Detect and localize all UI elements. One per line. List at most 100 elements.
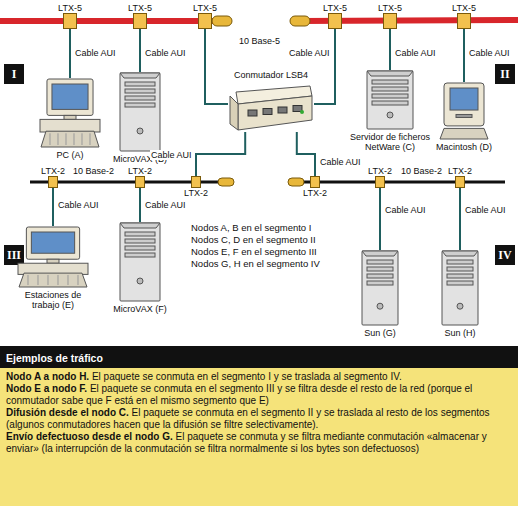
segment-number: IV: [495, 245, 515, 265]
gap: [173, 431, 176, 442]
connector-block: [375, 176, 385, 188]
aui-cable: [379, 188, 381, 250]
aui-cable: [314, 29, 335, 104]
aui-cable: [297, 132, 315, 176]
node-text: LTX-2: [448, 166, 472, 176]
node-text: Conmutador LSB4: [228, 70, 314, 80]
node-text: LTX-5: [128, 3, 152, 13]
aui-cable: [52, 188, 54, 226]
cable-label: Cable AUI: [319, 157, 362, 167]
aui-cable: [389, 29, 391, 70]
cable-label: Cable AUI: [288, 48, 331, 58]
tower-icon: [110, 222, 170, 302]
tee-connector: LTX-2: [303, 176, 327, 198]
node-text: LTX-5: [323, 3, 347, 13]
connector-block: [135, 176, 145, 188]
aui-cable: [196, 132, 245, 176]
traffic-panel: Ejemplos de tráficoNodo A a nodo H. El p…: [0, 346, 518, 506]
sun-icon: [435, 250, 485, 326]
panel-header: Ejemplos de tráfico: [0, 346, 518, 368]
node-text: MicroVAX (F): [110, 304, 170, 314]
cable-label: Cable AUI: [394, 48, 437, 58]
connector-block: [48, 176, 58, 188]
connector-block: [328, 13, 342, 29]
gap: [89, 371, 92, 382]
transceiver: LTX-5: [323, 3, 347, 29]
node-text: LTX-2: [41, 166, 65, 176]
connector-block: [455, 176, 465, 188]
thick-coax-segment-i: [0, 18, 222, 24]
server-icon: [345, 70, 435, 130]
connector-block: [191, 176, 201, 188]
connector-block: [198, 13, 212, 29]
ethernet-switch: Conmutador LSB4: [228, 70, 314, 132]
cable-label: Cable AUI: [150, 150, 193, 160]
terminator: [218, 178, 234, 186]
node-text: Macintosh (D): [436, 142, 492, 152]
transceiver: LTX-5: [193, 3, 217, 29]
tee-connector: LTX-2: [128, 166, 152, 188]
connector-block: [63, 13, 77, 29]
computer: Sun (H): [435, 250, 485, 338]
node-text: IV: [498, 248, 511, 262]
ws-icon: [16, 226, 90, 288]
node-text: LTX-5: [193, 3, 217, 13]
connector-block: [383, 13, 397, 29]
tee-connector: LTX-2: [448, 166, 472, 188]
tee-connector: LTX-2: [41, 166, 65, 188]
node-text: I: [12, 67, 17, 81]
tee-connector: LTX-2: [184, 176, 208, 198]
terminator: [290, 16, 310, 26]
cable-label: Cable AUI: [464, 205, 507, 215]
transceiver: LTX-5: [378, 3, 402, 29]
node-text: II: [500, 67, 509, 81]
segment-note: Nodos G, H en el segmento IV: [190, 258, 321, 269]
node-text: Servidor de ficheros NetWare (C): [345, 132, 435, 152]
aui-cable: [69, 29, 71, 78]
connector-block: [310, 176, 320, 188]
node-text: Difusión desde el nodo C.: [6, 407, 129, 418]
connector-block: [457, 13, 471, 29]
cable-type: 10 Base-2: [400, 166, 443, 176]
node-text: LTX-2: [128, 166, 152, 176]
node-text: Nodo E a nodo F.: [6, 383, 87, 394]
node-text: Estaciones de trabajo (E): [16, 290, 90, 310]
pc-icon: [38, 78, 102, 148]
aui-cable: [459, 188, 461, 250]
segment-note: Nodos C, D en el segmento II: [190, 234, 317, 245]
node-text: Sun (H): [435, 328, 485, 338]
tower-icon: [110, 72, 170, 152]
cable-type: 10 Base-5: [238, 36, 281, 46]
node-text: LTX-2: [184, 188, 208, 198]
node-text: LTX-2: [368, 166, 392, 176]
computer: Macintosh (D): [436, 82, 492, 152]
node-text: LTX-5: [58, 3, 82, 13]
computer: Servidor de ficheros NetWare (C): [345, 70, 435, 152]
cable-label: Cable AUI: [384, 205, 427, 215]
computer: Estaciones de trabajo (E): [16, 226, 90, 310]
segment-note: Nodos A, B en el segmento I: [190, 222, 312, 233]
node-text: LTX-5: [452, 3, 476, 13]
segment-number: III: [4, 245, 24, 265]
sun-icon: [355, 250, 405, 326]
segment-note: Nodos E, F en el segmento III: [190, 246, 318, 257]
segment-number: II: [495, 64, 515, 84]
segment-number: I: [4, 64, 24, 84]
traffic-example: Nodo A a nodo H. El paquete se conmuta e…: [6, 371, 512, 383]
connector-block: [133, 13, 147, 29]
aui-cable: [139, 29, 141, 72]
node-text: III: [7, 248, 21, 262]
computer: MicroVAX (F): [110, 222, 170, 314]
node-text: Envío defectuoso desde el nodo G.: [6, 431, 173, 442]
cable-label: Cable AUI: [57, 200, 100, 210]
gap: [129, 407, 132, 418]
cable-type: 10 Base-2: [72, 166, 115, 176]
transceiver: LTX-5: [452, 3, 476, 29]
aui-cable: [205, 29, 228, 104]
cable-label: Cable AUI: [144, 200, 187, 210]
switch-icon: [228, 82, 314, 132]
mac-icon: [436, 82, 492, 140]
node-text: Nodo A a nodo H.: [6, 371, 89, 382]
cable-label: Cable AUI: [144, 48, 187, 58]
transceiver: LTX-5: [58, 3, 82, 29]
